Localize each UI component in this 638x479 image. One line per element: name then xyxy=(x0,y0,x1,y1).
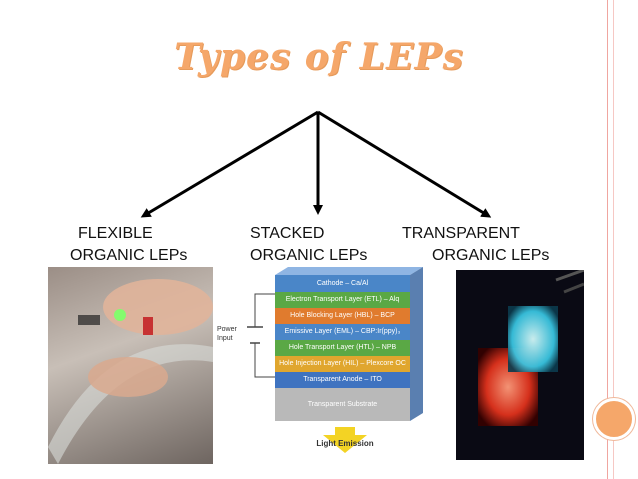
layer-htl: Hole Transport Layer (HTL) – NPB xyxy=(275,340,410,356)
category-flexible-line1: FLEXIBLE xyxy=(78,225,153,242)
stacked-oled-diagram: Power Input Cathode – Ca/Al Electron Tra… xyxy=(215,267,430,462)
slide-title: Types of LEPs xyxy=(174,36,464,78)
flexible-oled-photo xyxy=(48,267,213,464)
layer-etl: Electron Transport Layer (ETL) – Alq xyxy=(275,292,410,308)
transparent-oled-photo xyxy=(456,270,584,460)
layer-hbl: Hole Blocking Layer (HBL) – BCP xyxy=(275,308,410,324)
category-stacked-line1: STACKED xyxy=(250,225,325,242)
layer-eml: Emissive Layer (EML) – CBP:Ir(ppy)₃ xyxy=(275,324,410,340)
layer-anode: Transparent Anode – ITO xyxy=(275,372,410,388)
layer-cathode: Cathode – Ca/Al xyxy=(275,275,410,292)
stack-wiring xyxy=(247,267,423,453)
arrow-flexible xyxy=(140,110,319,218)
category-transparent-line1: TRANSPARENT xyxy=(402,225,520,242)
power-input-label: Power Input xyxy=(217,326,237,342)
light-emission-label: Light Emission xyxy=(316,439,374,448)
slide-border-line-secondary xyxy=(613,0,614,479)
layer-substrate: Transparent Substrate xyxy=(275,388,410,421)
layer-hil: Hole Injection Layer (HIL) – Plexcore OC xyxy=(275,356,410,372)
category-stacked-line2: ORGANIC LEPs xyxy=(250,247,368,264)
slide-border-line xyxy=(607,0,608,479)
decorative-circle xyxy=(593,398,635,440)
arrow-transparent xyxy=(317,110,492,218)
category-flexible-line2: ORGANIC LEPs xyxy=(70,247,188,264)
category-transparent-line2: ORGANIC LEPs xyxy=(432,247,550,264)
